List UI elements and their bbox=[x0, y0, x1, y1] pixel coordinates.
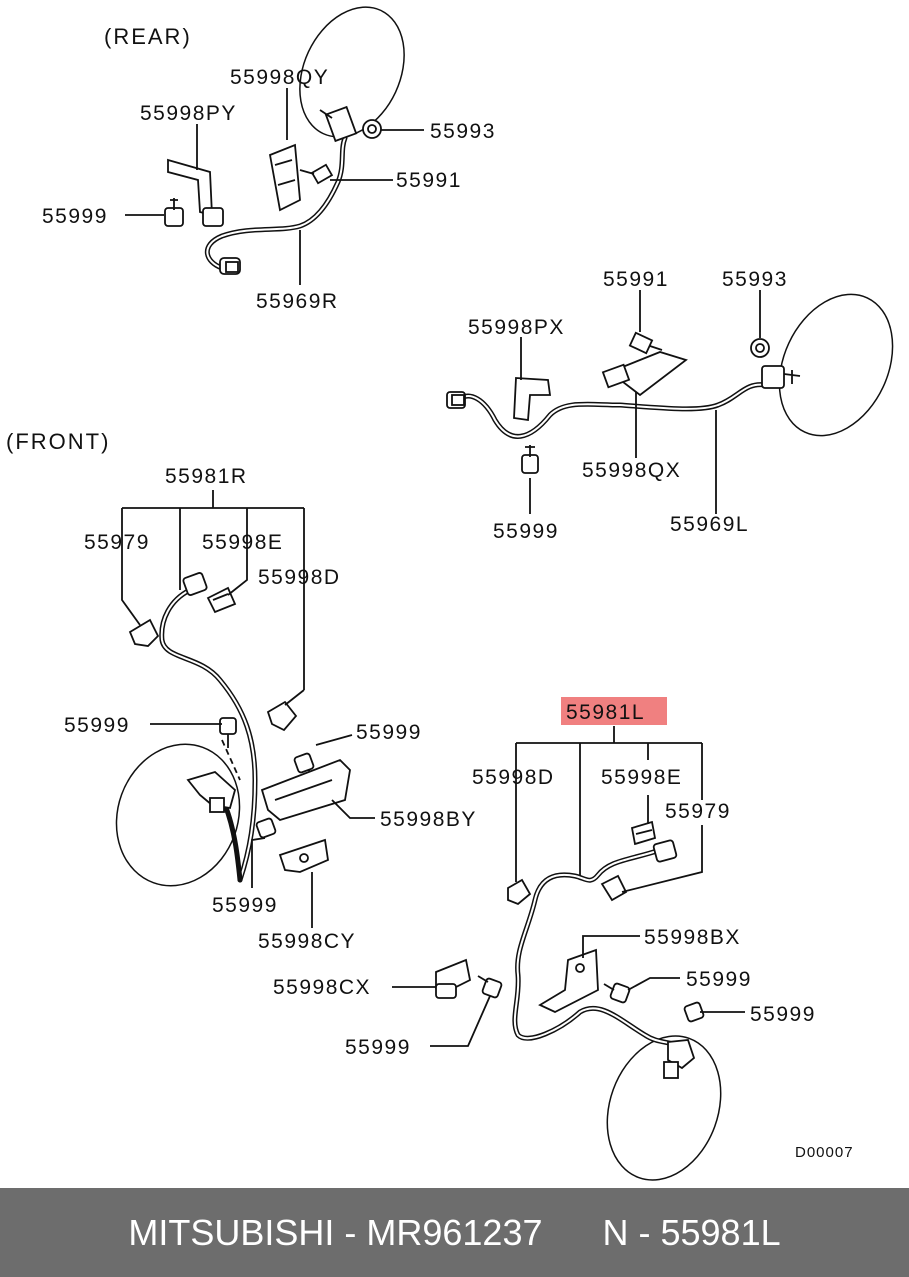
leader-fr-55998d bbox=[284, 689, 305, 706]
label-fr-55998e: 55998E bbox=[202, 531, 283, 554]
label-fr-55999-c: 55999 bbox=[212, 894, 278, 917]
leader-fr-55999-b bbox=[315, 734, 353, 746]
highlight-55981l bbox=[561, 697, 667, 725]
front-left-sensor bbox=[663, 1039, 696, 1079]
label-rear-55998qy: 55998QY bbox=[230, 66, 329, 89]
rear-left-bolt-55999 bbox=[521, 445, 539, 474]
label-rear-55969r: 55969R bbox=[256, 290, 339, 313]
label-fl-55999-c: 55999 bbox=[345, 1036, 411, 1059]
diagram-code: D00007 bbox=[795, 1144, 854, 1161]
front-left-connector bbox=[652, 839, 678, 863]
label-rl-55998px: 55998PX bbox=[468, 316, 565, 339]
rear-left-connector bbox=[446, 391, 466, 409]
front-left-bolt-55999-c bbox=[477, 975, 503, 999]
label-fl-55998d: 55998D bbox=[472, 766, 555, 789]
label-rl-55999: 55999 bbox=[493, 520, 559, 543]
leader-tree-fr-55981r bbox=[121, 490, 305, 690]
rear-left-sensor-head bbox=[761, 365, 801, 389]
rear-right-sensor-connector bbox=[219, 257, 241, 275]
front-left-clip-55979 bbox=[600, 874, 628, 902]
rear-bracket-55998py bbox=[167, 158, 224, 227]
leader-tree-fl-55981l bbox=[515, 726, 703, 876]
leader-fr-55998by bbox=[331, 799, 375, 819]
section-rear-label: (REAR) bbox=[104, 24, 192, 49]
front-left-clip-55998d bbox=[507, 878, 532, 906]
label-rl-55998qx: 55998QX bbox=[582, 459, 681, 482]
front-left-bracket-55998cx bbox=[435, 958, 472, 999]
front-right-clip-55979 bbox=[128, 618, 160, 647]
rear-wheel-outline bbox=[299, 6, 405, 138]
rear-bracket-55998qy bbox=[268, 143, 301, 212]
label-fl-55999-a: 55999 bbox=[686, 968, 752, 991]
front-left-wheel-outline bbox=[606, 1035, 722, 1181]
leader-fl-55998bx bbox=[582, 935, 640, 958]
front-right-clip-55998d bbox=[266, 700, 298, 732]
front-right-sensor bbox=[186, 739, 241, 813]
label-fl-55999-b: 55999 bbox=[750, 1003, 816, 1026]
label-fl-55981l[interactable]: 55981L bbox=[566, 701, 645, 724]
leader-fr-55998e bbox=[227, 530, 248, 596]
leader-fl-55999-c bbox=[430, 995, 491, 1047]
front-left-bolt-55999-a bbox=[603, 982, 631, 1004]
parts-diagram: (REAR) 55998QY 5599 bbox=[6, 6, 894, 1181]
leader-fr-55999-c bbox=[251, 837, 266, 888]
label-rear-55991: 55991 bbox=[396, 169, 462, 192]
front-left-wire-harness bbox=[512, 847, 685, 1053]
rear-bolt-55999 bbox=[164, 198, 184, 227]
label-rear-55993: 55993 bbox=[430, 120, 496, 143]
label-fr-55998d: 55998D bbox=[258, 566, 341, 589]
label-fl-55979: 55979 bbox=[665, 800, 731, 823]
label-rl-55991: 55991 bbox=[603, 268, 669, 291]
rear-left-bolt-55991 bbox=[628, 331, 663, 355]
leader-fl-55979 bbox=[621, 825, 703, 893]
front-right-bolt-55999-a bbox=[219, 717, 237, 748]
rear-left-bracket-55998qx bbox=[601, 351, 688, 397]
front-right-bracket-55998cy bbox=[278, 838, 329, 873]
label-fl-55998bx: 55998BX bbox=[644, 926, 741, 949]
label-rl-55969l: 55969L bbox=[670, 513, 749, 536]
label-fl-55998cx: 55998CX bbox=[273, 976, 371, 999]
front-right-connector bbox=[182, 572, 208, 596]
front-right-bracket-55998by bbox=[260, 758, 351, 822]
rear-right-wire-harness bbox=[204, 135, 348, 271]
label-fr-55998cy: 55998CY bbox=[258, 930, 356, 953]
label-rear-55999: 55999 bbox=[42, 205, 108, 228]
front-left-bolt-55999-b bbox=[683, 1001, 705, 1023]
label-fr-55981r: 55981R bbox=[165, 465, 248, 488]
rear-left-wheel-outline bbox=[778, 293, 894, 437]
rear-bolt-55991 bbox=[299, 163, 334, 185]
front-right-bolt-55999-c bbox=[255, 817, 277, 839]
label-rear-55998py: 55998PY bbox=[140, 102, 237, 125]
rear-nut-55993 bbox=[362, 119, 382, 139]
footer-bar: MITSUBISHI - MR961237 N - 55981L bbox=[0, 1188, 909, 1277]
footer-ref: N - 55981L bbox=[602, 1211, 781, 1253]
rear-left-nut-55993 bbox=[750, 338, 770, 358]
label-fl-55998e: 55998E bbox=[601, 766, 682, 789]
footer-brand-part: MITSUBISHI - MR961237 bbox=[128, 1211, 543, 1253]
front-left-bracket-55998bx bbox=[538, 948, 599, 1014]
leader-fl-55999-a bbox=[627, 977, 680, 991]
section-front-label: (FRONT) bbox=[6, 429, 110, 454]
label-fr-55999-a: 55999 bbox=[64, 714, 130, 737]
label-rl-55993: 55993 bbox=[722, 268, 788, 291]
rear-left-wire-harness bbox=[455, 382, 768, 439]
rear-right-sensor-head bbox=[319, 105, 358, 143]
label-fr-55979: 55979 bbox=[84, 531, 150, 554]
rear-left-bracket-55998px bbox=[513, 377, 552, 422]
label-fr-55998by: 55998BY bbox=[380, 808, 477, 831]
leader-fr-55979 bbox=[121, 530, 141, 626]
front-right-wheel-outline bbox=[115, 743, 241, 887]
front-left-clip-55998e bbox=[630, 820, 657, 846]
front-right-wire-harness bbox=[159, 587, 258, 883]
label-fr-55999-b: 55999 bbox=[356, 721, 422, 744]
